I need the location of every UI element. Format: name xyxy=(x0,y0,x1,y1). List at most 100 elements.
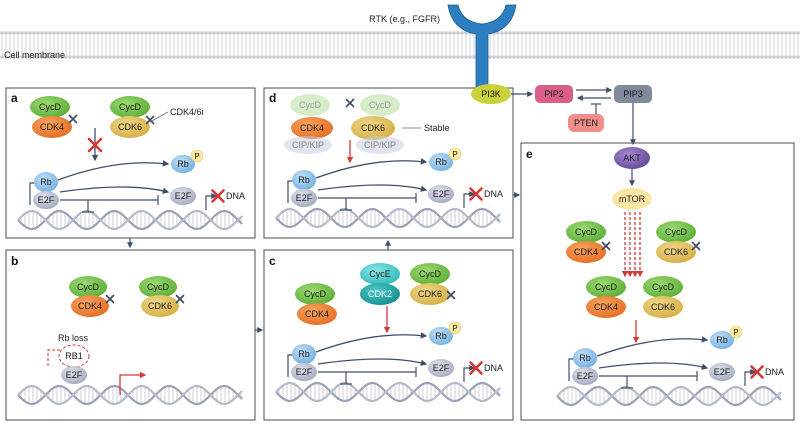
akt-node xyxy=(614,147,650,169)
mtor-node xyxy=(612,188,652,210)
e-cycd-3: CycD xyxy=(586,276,626,298)
a-cdk6-inhib-x xyxy=(145,115,155,125)
a-block-x xyxy=(87,137,103,153)
d-dna xyxy=(275,207,501,229)
c-rb: Rb xyxy=(292,344,316,364)
a-e2f-free: E2F xyxy=(170,187,196,205)
b-cycd-2-label: CycD xyxy=(147,282,169,292)
rtk-receptor xyxy=(447,4,517,96)
c-e2f: E2F xyxy=(291,363,317,381)
c-cdk6-label: CDK6 xyxy=(418,289,442,299)
e-rb: Rb xyxy=(573,348,597,368)
c-dna xyxy=(275,381,501,403)
pathway-arrows xyxy=(511,87,636,187)
e-cdk4-b-label: CDK4 xyxy=(594,302,618,312)
d-cycd-2-label: CycD xyxy=(369,100,391,110)
c-cdk2-label: CDK2 xyxy=(368,289,392,299)
b-cycd-1: CycD xyxy=(69,276,107,298)
d-e2f-free-label: E2F xyxy=(433,189,450,199)
c-repression-line xyxy=(318,371,347,384)
a-rb: Rb xyxy=(34,172,58,192)
e-cdk6-b-label: CDK6 xyxy=(651,302,675,312)
d-cdk6-label: CDK6 xyxy=(361,123,385,133)
a-cdk6-label: CDK6 xyxy=(118,122,142,132)
membrane-label: Cell membrane xyxy=(4,50,65,60)
b-rb1: RB1 xyxy=(58,344,90,368)
e-promoter-dna-label: DNA xyxy=(765,367,784,377)
b-cycd-1-label: CycD xyxy=(77,282,99,292)
a-release-arrow xyxy=(59,186,170,194)
pi3k-label: PI3K xyxy=(481,89,501,99)
a-promoter: DNA xyxy=(205,191,245,210)
e-cdk6-inhib-x xyxy=(691,241,701,251)
a-dna xyxy=(17,209,243,231)
b-cdk4: CDK4 xyxy=(71,295,109,317)
panel-d-letter: d xyxy=(269,91,276,105)
b-cdk6: CDK6 xyxy=(141,295,179,317)
e-cycd-2-label: CycD xyxy=(665,227,687,237)
e-p-label: P xyxy=(733,328,738,337)
panel-e-letter: e xyxy=(526,147,533,161)
a-e2f: E2F xyxy=(33,191,59,209)
b-cdk6-inhib-x xyxy=(175,294,185,304)
d-cdk4-label: CDK4 xyxy=(300,123,324,133)
pip3-label: PIP3 xyxy=(623,89,643,99)
b-cycd-2: CycD xyxy=(139,276,177,298)
c-rb-label: Rb xyxy=(298,349,310,359)
e-cdk6-a-label: CDK6 xyxy=(664,247,688,257)
c-cycd-2: CycD xyxy=(410,263,450,285)
rb-loss-label: Rb loss xyxy=(58,333,89,343)
d-cdk4-inhib-x xyxy=(345,98,355,108)
d-promoter-block-x xyxy=(469,187,483,201)
e-e2f: E2F xyxy=(572,367,598,385)
d-promoter-dna-label: DNA xyxy=(484,189,503,199)
pten-label: PTEN xyxy=(574,118,598,128)
a-e2f-free-label: E2F xyxy=(175,191,192,201)
d-e2f-free: E2F xyxy=(428,185,454,203)
d-e2f-label: E2F xyxy=(296,193,313,203)
d-cycd-2: CycD xyxy=(360,94,400,116)
d-repression-line xyxy=(318,197,347,210)
a-rb-label: Rb xyxy=(40,177,52,187)
d-release-arrow xyxy=(317,184,428,192)
a-e2f-label: E2F xyxy=(38,195,55,205)
c-cdk2: CDK2 xyxy=(360,283,400,305)
a-p-label: P xyxy=(194,152,199,161)
a-repression-line xyxy=(60,199,89,212)
d-rb-p: Rb xyxy=(429,153,453,171)
panel-a-letter: a xyxy=(11,91,18,105)
panel-c-letter: c xyxy=(269,254,276,268)
e-repression-line xyxy=(599,375,628,388)
c-e2f-free: E2F xyxy=(428,359,454,377)
e-cycd-1: CycD xyxy=(566,221,606,243)
c-cycd-2-label: CycD xyxy=(419,269,441,279)
a-cycd-1: CycD xyxy=(30,96,70,118)
e-promoter-block-x xyxy=(750,365,764,379)
c-cdk6-inhib-x xyxy=(446,290,456,300)
pip2-node xyxy=(535,85,573,103)
a-cdk4: CDK4 xyxy=(32,116,72,138)
d-cdk6: CDK6 xyxy=(351,116,395,140)
e-promoter: DNA xyxy=(744,367,784,386)
a-cycd-2-label: CycD xyxy=(119,102,141,112)
e-cdk6-a: CDK6 xyxy=(656,241,696,263)
c-cdk4: CDK4 xyxy=(297,303,337,325)
d-cip-kip-2-label: CIP/KIP xyxy=(364,140,396,150)
c-promoter-dna-label: DNA xyxy=(484,363,503,373)
d-cip-kip-1-label: CIP/KIP xyxy=(292,140,324,150)
b-cdk6-label: CDK6 xyxy=(148,301,172,311)
e-dna xyxy=(556,385,782,407)
a-p: P xyxy=(190,149,204,163)
e-cdk4-a-label: CDK4 xyxy=(574,247,598,257)
panel-d-frame xyxy=(263,87,514,239)
e-cdk4-b: CDK4 xyxy=(586,296,626,318)
a-rb-p-label: Rb xyxy=(177,159,189,169)
c-cycd-1: CycD xyxy=(295,283,335,305)
pip3-node xyxy=(614,85,652,103)
d-promoter: DNA xyxy=(463,189,503,208)
panel-link-arrows xyxy=(127,192,521,333)
c-cyce: CycE xyxy=(360,263,400,285)
c-promoter-block-x xyxy=(469,361,483,375)
